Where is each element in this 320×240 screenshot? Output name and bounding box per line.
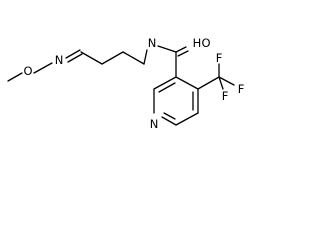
- atom-amide-nitrogen: N: [148, 36, 157, 50]
- bond-methyl-o: [7, 72, 23, 82]
- bonds: [7, 45, 235, 126]
- bond-c-f-right: [218, 76, 235, 86]
- bond-co-double-b: [177, 50, 189, 57]
- bond-ring-cf3: [197, 76, 220, 90]
- atom-methoxy-oxygen: O: [23, 64, 32, 78]
- atom-fluorine-bottom: F: [222, 89, 229, 103]
- ring-c2-c3-inner: [158, 82, 176, 93]
- bond-c-f-bottom: [218, 76, 224, 90]
- bond-chain-2: [101, 51, 124, 65]
- ring-c2-c3: [153, 76, 177, 90]
- bond-chain-nh: [143, 49, 148, 65]
- bond-chain-1: [80, 51, 103, 65]
- ring-c6-n: [161, 116, 177, 126]
- atom-fluorine-right: F: [238, 82, 245, 96]
- atom-amide-hydrogen: H: [193, 36, 202, 50]
- bond-n-c-double-a: [65, 49, 81, 59]
- atom-labels: O N N H O N F F F: [23, 36, 244, 131]
- atom-pyridine-nitrogen: N: [150, 117, 159, 131]
- chemical-structure: O N N H O N F F F: [7, 36, 244, 131]
- ring-c6-n-inner: [163, 112, 176, 120]
- bond-o-n: [33, 62, 53, 74]
- ring-c5-c6: [175, 112, 199, 126]
- atom-oxime-nitrogen: N: [55, 53, 64, 67]
- atom-carbonyl-oxygen: O: [201, 36, 210, 50]
- ring-c3-c4: [175, 76, 199, 90]
- atom-fluorine-top: F: [216, 51, 223, 65]
- bond-co-double-a: [175, 46, 187, 53]
- bond-nh-carbonyl: [157, 45, 177, 53]
- bond-chain-3: [122, 51, 145, 65]
- bond-n-c-double-b: [67, 53, 83, 63]
